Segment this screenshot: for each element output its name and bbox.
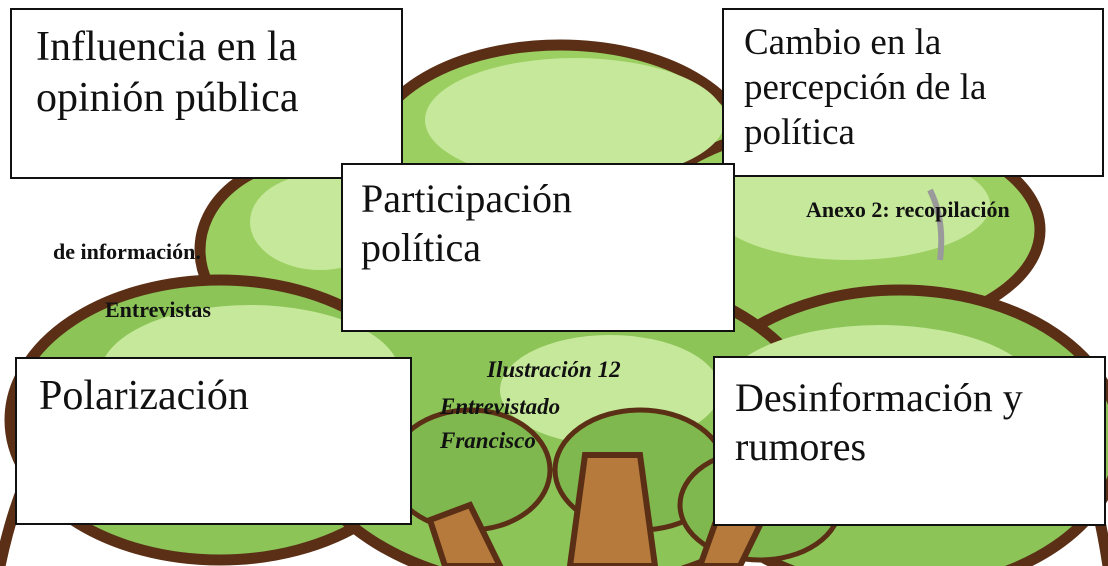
annex-heading-line-2: de información. bbox=[53, 239, 201, 264]
box-cambio-percepcion-politica: Cambio en la percepción de la política bbox=[722, 8, 1104, 177]
illustration-caption-line-2: Entrevistado bbox=[440, 394, 561, 419]
box-participacion-politica-text: Participación política bbox=[361, 176, 573, 270]
illustration-caption-line-1: Ilustración 12 bbox=[487, 357, 621, 382]
box-polarizacion: Polarización bbox=[15, 357, 412, 525]
box-cambio-percepcion-politica-text: Cambio en la percepción de la política bbox=[744, 22, 987, 154]
box-participacion-politica: Participación política bbox=[341, 163, 735, 332]
illustration-caption-line-3: Francisco bbox=[440, 428, 536, 453]
annex-heading-line-1: Anexo 2: recopilación bbox=[806, 197, 1010, 222]
box-desinformacion-rumores-text: Desinformación y rumores bbox=[735, 375, 1023, 469]
box-polarizacion-text: Polarización bbox=[39, 373, 249, 419]
annex-heading-line-3: Entrevistas bbox=[105, 297, 211, 322]
shadow-curve bbox=[927, 188, 945, 261]
box-influencia-opinion-publica-text: Influencia en la opinión pública bbox=[36, 24, 299, 122]
box-influencia-opinion-publica: Influencia en la opinión pública bbox=[10, 8, 403, 179]
box-desinformacion-rumores: Desinformación y rumores bbox=[713, 356, 1106, 526]
